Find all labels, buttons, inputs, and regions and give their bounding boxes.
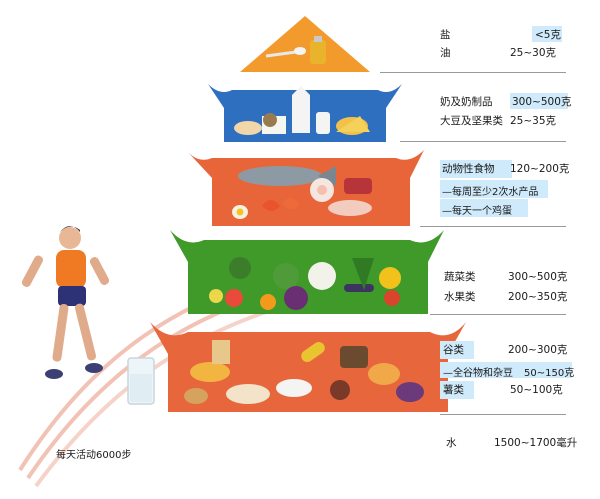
highlight-box bbox=[510, 93, 568, 109]
corn-icon bbox=[301, 341, 325, 363]
beef-icon bbox=[344, 178, 372, 194]
amount-tubers: 50~100克 bbox=[510, 384, 563, 396]
potato-icon bbox=[184, 388, 208, 404]
sweet-potato-icon bbox=[368, 363, 400, 385]
label-salt: 盐 bbox=[440, 29, 451, 41]
pyramid-tier-dairy-soy bbox=[208, 84, 402, 142]
pepper-icon bbox=[379, 267, 401, 289]
amount-fruits: 200~350克 bbox=[508, 291, 568, 303]
purple-potato-icon bbox=[396, 382, 424, 402]
activity-caption: 每天活动6000步 bbox=[56, 450, 132, 461]
amount-dairy: 300~500克 bbox=[512, 96, 572, 108]
label-tubers: 薯类 bbox=[443, 384, 464, 396]
divider-line bbox=[440, 414, 566, 415]
noodles-icon bbox=[212, 340, 230, 364]
highlight-box bbox=[440, 199, 528, 217]
rice-bowl-icon bbox=[276, 379, 312, 397]
divider-line bbox=[400, 141, 566, 142]
label-grains: 谷类 bbox=[443, 344, 464, 356]
water-glass-icon bbox=[127, 357, 155, 405]
amount-vegetables: 300~500克 bbox=[508, 271, 568, 283]
bread-icon bbox=[190, 362, 230, 382]
highlight-box bbox=[532, 26, 562, 42]
amount-grains: 200~300克 bbox=[508, 344, 568, 356]
divider-line bbox=[420, 226, 566, 227]
amount-salt: <5克 bbox=[535, 29, 561, 41]
label-vegetables: 蔬菜类 bbox=[444, 271, 476, 283]
fish-icon bbox=[238, 166, 322, 186]
highlight-box bbox=[440, 180, 548, 198]
whole-grain-bread-icon bbox=[340, 346, 368, 368]
apple-icon bbox=[225, 289, 243, 307]
cauliflower-icon bbox=[308, 262, 336, 290]
note-aquatic: —每周至少2次水产品 bbox=[442, 187, 539, 198]
orange-icon bbox=[260, 294, 276, 310]
cabbage-icon bbox=[273, 263, 299, 289]
pyramid-tier-salt-oil bbox=[240, 16, 370, 72]
amount-water: 1500~1700毫升 bbox=[494, 437, 578, 449]
beans-icon bbox=[330, 380, 350, 400]
nuts-icon bbox=[234, 121, 262, 135]
label-water: 水 bbox=[446, 437, 457, 449]
label-fruits: 水果类 bbox=[444, 291, 476, 303]
amount-wholegrain: 50~150克 bbox=[524, 368, 575, 379]
oil-bottle-icon bbox=[310, 40, 326, 64]
label-animal: 动物性食物 bbox=[442, 163, 495, 175]
amount-soy-nuts: 25~35克 bbox=[510, 115, 557, 127]
pasta-icon bbox=[226, 384, 270, 404]
chicken-icon bbox=[328, 200, 372, 216]
note-wholegrain: —全谷物和杂豆 bbox=[443, 368, 513, 379]
label-oil: 油 bbox=[440, 47, 451, 59]
milk-carton-icon bbox=[292, 95, 310, 133]
amount-animal: 120~200克 bbox=[510, 163, 570, 175]
orange-shirt bbox=[56, 250, 86, 288]
tomato-icon bbox=[384, 290, 400, 306]
highlight-box bbox=[440, 362, 572, 378]
note-egg: —每天一个鸡蛋 bbox=[442, 206, 512, 217]
label-soy-nuts: 大豆及坚果类 bbox=[440, 115, 503, 127]
highlight-box bbox=[440, 341, 474, 359]
amount-oil: 25~30克 bbox=[510, 47, 557, 59]
shrimp-icon bbox=[262, 200, 280, 211]
pyramid-tier-grains-water bbox=[150, 322, 466, 412]
pyramid-tier-vegetables-fruits bbox=[170, 230, 444, 314]
label-dairy: 奶及奶制品 bbox=[440, 96, 493, 108]
divider-line bbox=[380, 72, 566, 73]
purple-cabbage-icon bbox=[284, 286, 308, 310]
highlight-box bbox=[440, 381, 474, 399]
spoon-icon bbox=[265, 50, 297, 58]
eggplant-icon bbox=[344, 284, 374, 292]
runner-figure bbox=[21, 226, 110, 379]
pyramid-tier-animal-food bbox=[186, 150, 424, 226]
yogurt-icon bbox=[316, 112, 330, 134]
highlight-box bbox=[440, 160, 512, 178]
divider-line bbox=[430, 314, 566, 315]
